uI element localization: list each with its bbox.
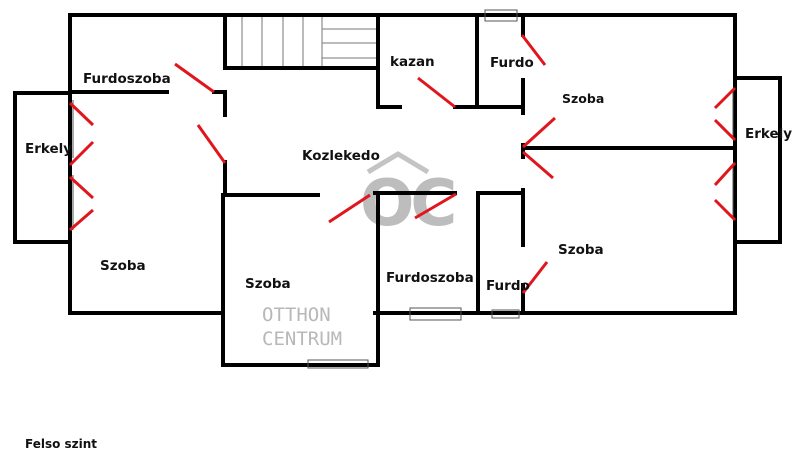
room-label-erkely-right: Erkely xyxy=(745,126,793,142)
room-label-szoba-left: Szoba xyxy=(100,258,146,274)
room-label-furdo-bottom: Furdo xyxy=(486,278,530,294)
room-label-furdo-top: Furdo xyxy=(490,55,534,71)
staircase xyxy=(241,17,376,66)
room-label-kazan: kazan xyxy=(390,54,435,70)
windows xyxy=(72,9,734,369)
room-label-furdoszoba-top: Furdoszoba xyxy=(83,71,171,87)
room-label-szoba-right-bottom: Szoba xyxy=(558,242,604,258)
room-label-szoba-right-top: Szoba xyxy=(562,91,605,106)
room-label-erkely-left: Erkely xyxy=(25,141,73,157)
room-label-szoba-center: Szoba xyxy=(245,276,291,292)
room-label-furdoszoba-bottom: Furdoszoba xyxy=(386,270,474,286)
room-label-kozlekedo: Kozlekedo xyxy=(302,148,380,164)
doors xyxy=(68,34,737,294)
floor-label: Felso szint xyxy=(25,437,98,451)
watermark-line2: CENTRUM xyxy=(262,328,343,350)
watermark-line1: OTTHON xyxy=(262,304,331,326)
